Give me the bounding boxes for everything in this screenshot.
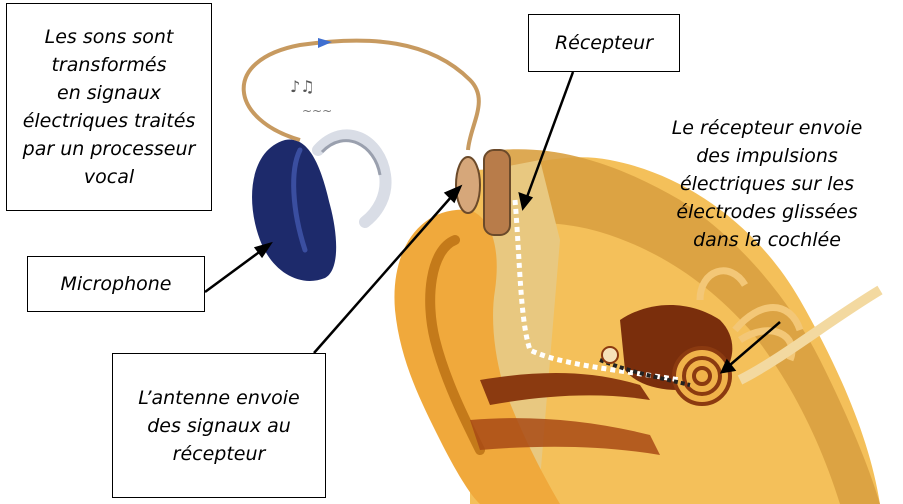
cochlea <box>674 348 730 404</box>
sounds-line-1: Les sons sont <box>45 23 174 51</box>
sounds-line-5: par un processeur <box>23 135 196 163</box>
antenne-line-1: L’antenne envoie <box>138 384 299 412</box>
impulsions-label-box: Le récepteur envoie des impulsions élect… <box>634 98 900 270</box>
microphone-label-box: Microphone <box>27 256 205 312</box>
antenne-line-2: des signaux au <box>147 412 291 440</box>
antenne-label-box: L’antenne envoie des signaux au récepteu… <box>112 353 326 498</box>
sounds-label-box: Les sons sont transformés en signaux éle… <box>6 3 212 211</box>
impulsions-line-5: dans la cochlée <box>693 226 841 254</box>
impulsions-line-2: des impulsions <box>696 142 838 170</box>
sounds-line-2: transformés <box>51 51 166 79</box>
impulsions-line-4: électrodes glissées <box>676 198 857 226</box>
impulsions-line-3: électriques sur les <box>680 170 854 198</box>
svg-text:♪♫: ♪♫ <box>290 77 315 96</box>
sounds-line-3: en signaux <box>57 79 161 107</box>
antenne-line-3: récepteur <box>173 440 266 468</box>
impulsions-line-1: Le récepteur envoie <box>672 114 863 142</box>
recepteur-label-box: Récepteur <box>528 14 680 72</box>
speech-processor <box>252 135 386 281</box>
sounds-line-4: électriques traités <box>23 107 196 135</box>
microphone-label: Microphone <box>60 271 171 298</box>
svg-text:~~~: ~~~ <box>302 104 332 118</box>
music-notes: ♪♫ ~~~ <box>290 77 332 118</box>
ossicle <box>602 347 618 363</box>
sounds-line-6: vocal <box>84 163 134 191</box>
recepteur-label: Récepteur <box>555 30 653 57</box>
